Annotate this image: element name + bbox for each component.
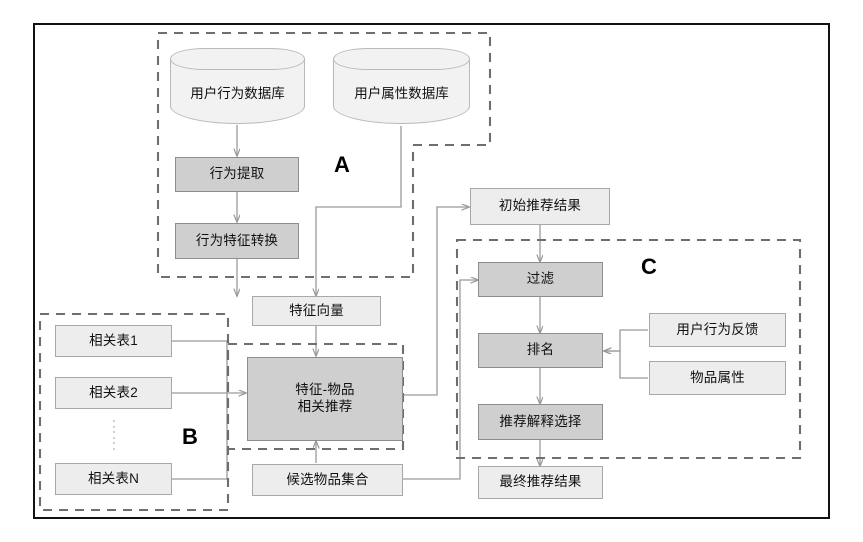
node-feature-item-rec[interactable]: 特征-物品 相关推荐 bbox=[247, 357, 403, 441]
edge-candidate-to-filter bbox=[403, 280, 478, 480]
ellipsis-dots-icon bbox=[112, 420, 116, 450]
node-user-attribute-db[interactable]: 用户属性数据库 bbox=[333, 48, 470, 124]
group-label-a: A bbox=[334, 152, 350, 177]
group-label-c: C bbox=[641, 254, 657, 279]
node-explain-select[interactable]: 推荐解释选择 bbox=[478, 404, 603, 440]
node-user-feedback[interactable]: 用户行为反馈 bbox=[649, 313, 786, 347]
node-initial-result[interactable]: 初始推荐结果 bbox=[470, 188, 610, 225]
feature-item-rec-boundary bbox=[226, 342, 405, 451]
node-label: 用户行为数据库 bbox=[190, 85, 285, 101]
group-c-boundary bbox=[455, 238, 802, 460]
group-label-b: B bbox=[182, 424, 198, 449]
node-related-table-n[interactable]: 相关表N bbox=[55, 463, 172, 495]
node-ranking[interactable]: 排名 bbox=[478, 333, 603, 368]
edge-rec-to-initial-result bbox=[403, 207, 469, 396]
node-related-table-2[interactable]: 相关表2 bbox=[55, 377, 172, 409]
group-a-boundary bbox=[156, 31, 492, 279]
node-feature-vector[interactable]: 特征向量 bbox=[252, 296, 381, 326]
cylinder-cap bbox=[170, 48, 305, 70]
node-user-behavior-db[interactable]: 用户行为数据库 bbox=[170, 48, 305, 124]
node-behavior-transform[interactable]: 行为特征转换 bbox=[175, 223, 299, 259]
node-behavior-extract[interactable]: 行为提取 bbox=[175, 157, 299, 192]
edges-group bbox=[227, 125, 648, 480]
node-related-table-1[interactable]: 相关表1 bbox=[55, 325, 172, 357]
node-item-attribute[interactable]: 物品属性 bbox=[649, 361, 786, 395]
node-final-result[interactable]: 最终推荐结果 bbox=[478, 466, 603, 499]
node-filter[interactable]: 过滤 bbox=[478, 262, 603, 297]
related-table-bus bbox=[172, 340, 228, 480]
edge-feedback-to-ranking bbox=[604, 329, 648, 351]
edge-item-attr-to-ranking bbox=[604, 351, 648, 379]
node-label: 用户属性数据库 bbox=[354, 85, 449, 101]
edge-attribute-db-to-feature-vector bbox=[316, 126, 402, 296]
node-candidate-set[interactable]: 候选物品集合 bbox=[252, 464, 403, 496]
cylinder-cap bbox=[333, 48, 470, 70]
